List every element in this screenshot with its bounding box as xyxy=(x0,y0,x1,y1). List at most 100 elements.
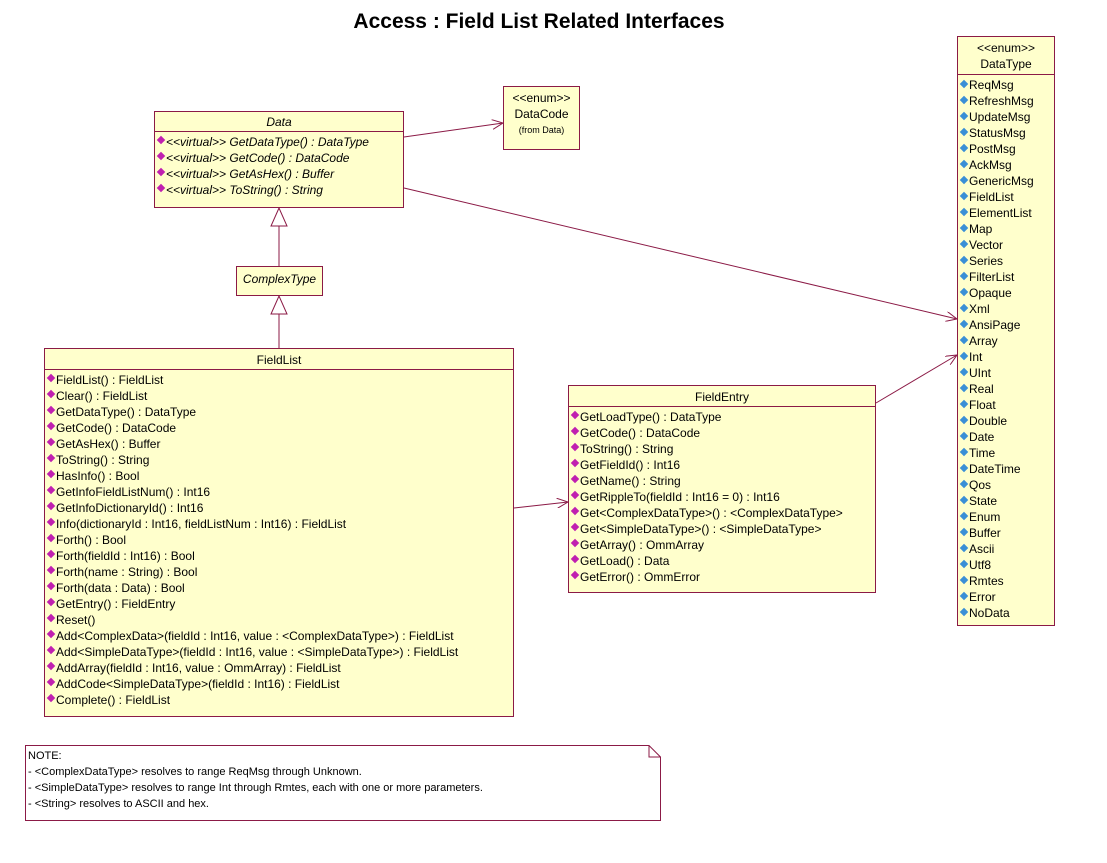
datatype-value: Time xyxy=(958,445,1054,461)
datatype-value-text: Series xyxy=(969,254,1004,268)
operation-icon xyxy=(46,549,56,559)
fieldentry-operation: GetLoadType() : DataType xyxy=(569,409,875,425)
operation-icon xyxy=(46,533,56,543)
fieldentry-operation: GetFieldId() : Int16 xyxy=(569,457,875,473)
datatype-value: Array xyxy=(958,333,1054,349)
operation-icon xyxy=(570,442,580,452)
enum-literal-icon xyxy=(959,159,969,169)
datatype-value-text: Map xyxy=(969,222,993,236)
datatype-value: Real xyxy=(958,381,1054,397)
data-operation-text: <<virtual>> GetDataType() : DataType xyxy=(166,135,369,149)
operation-icon xyxy=(46,517,56,527)
fieldlist-operation-text: HasInfo() : Bool xyxy=(56,469,140,483)
datatype-value-text: Opaque xyxy=(969,286,1012,300)
datatype-value-text: DateTime xyxy=(969,462,1021,476)
datatype-value-text: Utf8 xyxy=(969,558,992,572)
fieldlist-operation: Clear() : FieldList xyxy=(45,388,513,404)
datatype-value: UInt xyxy=(958,365,1054,381)
datatype-value-text: AckMsg xyxy=(969,158,1012,172)
datacode-stereotype: <<enum>> xyxy=(512,91,571,105)
operation-icon xyxy=(156,183,166,193)
enum-literal-icon xyxy=(959,111,969,121)
fieldlist-operation: GetEntry() : FieldEntry xyxy=(45,596,513,612)
fieldlist-operation-text: GetInfoFieldListNum() : Int16 xyxy=(56,485,211,499)
datatype-value-text: ReqMsg xyxy=(969,78,1014,92)
datatype-value: DateTime xyxy=(958,461,1054,477)
note-box: NOTE:- <ComplexDataType> resolves to ran… xyxy=(25,745,661,821)
operation-icon xyxy=(570,570,580,580)
datatype-value-text: NoData xyxy=(969,606,1010,620)
operation-icon xyxy=(46,629,56,639)
data-class-name: Data xyxy=(266,115,292,129)
operation-icon xyxy=(570,522,580,532)
fieldentry-operation: GetCode() : DataCode xyxy=(569,425,875,441)
complextype-class[interactable]: ComplexType xyxy=(236,266,323,296)
operation-icon xyxy=(46,469,56,479)
fieldlist-operation: Forth() : Bool xyxy=(45,532,513,548)
datacode-enum[interactable]: <<enum>> DataCode (from Data) xyxy=(503,86,580,150)
fieldlist-operation: GetDataType() : DataType xyxy=(45,404,513,420)
enum-literal-icon xyxy=(959,175,969,185)
operation-icon xyxy=(570,506,580,516)
fieldlist-operation: ToString() : String xyxy=(45,452,513,468)
operation-icon xyxy=(156,151,166,161)
fieldentry-operation: Get<ComplexDataType>() : <ComplexDataTyp… xyxy=(569,505,875,521)
datatype-value-text: Double xyxy=(969,414,1008,428)
operation-icon xyxy=(46,597,56,607)
fieldlist-operation-text: Forth() : Bool xyxy=(56,533,127,547)
fieldlist-operation: Forth(data : Data) : Bool xyxy=(45,580,513,596)
datatype-value: Rmtes xyxy=(958,573,1054,589)
enum-literal-icon xyxy=(959,399,969,409)
operation-icon xyxy=(570,426,580,436)
enum-literal-icon xyxy=(959,431,969,441)
datatype-value: Enum xyxy=(958,509,1054,525)
datatype-value-text: Real xyxy=(969,382,994,396)
enum-literal-icon xyxy=(959,255,969,265)
datatype-value-text: Qos xyxy=(969,478,992,492)
operation-icon xyxy=(156,135,166,145)
gen-arrow-complex xyxy=(270,294,288,315)
data-operation: <<virtual>> ToString() : String xyxy=(155,182,403,198)
datatype-value-text: UpdateMsg xyxy=(969,110,1031,124)
operation-icon xyxy=(46,677,56,687)
complextype-name: ComplexType xyxy=(242,272,317,286)
enum-literal-icon xyxy=(959,575,969,585)
assoc-data-datacode xyxy=(403,123,503,138)
datatype-value: Buffer xyxy=(958,525,1054,541)
enum-literal-icon xyxy=(959,351,969,361)
fieldentry-operation-text: GetCode() : DataCode xyxy=(580,426,701,440)
fieldlist-operation: Complete() : FieldList xyxy=(45,692,513,708)
fieldentry-operation-text: GetRippleTo(fieldId : Int16 = 0) : Int16 xyxy=(580,490,780,504)
datacode-from: (from Data) xyxy=(518,125,565,135)
datatype-value: Opaque xyxy=(958,285,1054,301)
data-operation: <<virtual>> GetCode() : DataCode xyxy=(155,150,403,166)
assoc-data-datatype xyxy=(403,187,957,319)
datatype-value: UpdateMsg xyxy=(958,109,1054,125)
datatype-value: ElementList xyxy=(958,205,1054,221)
enum-literal-icon xyxy=(959,319,969,329)
datatype-value-text: PostMsg xyxy=(969,142,1016,156)
enum-literal-icon xyxy=(959,559,969,569)
datacode-name: DataCode xyxy=(514,107,569,121)
data-operation-text: <<virtual>> GetCode() : DataCode xyxy=(166,151,350,165)
datatype-value: NoData xyxy=(958,605,1054,621)
gen-arrow-data xyxy=(270,206,288,227)
enum-literal-icon xyxy=(959,447,969,457)
enum-literal-icon xyxy=(959,511,969,521)
datatype-value: AckMsg xyxy=(958,157,1054,173)
datatype-value-text: StatusMsg xyxy=(969,126,1026,140)
fieldlist-operation-text: Forth(data : Data) : Bool xyxy=(56,581,185,595)
operation-icon xyxy=(46,581,56,591)
fieldentry-operation-text: GetFieldId() : Int16 xyxy=(580,458,681,472)
data-class[interactable]: Data <<virtual>> GetDataType() : DataTyp… xyxy=(154,111,404,208)
datatype-value: Date xyxy=(958,429,1054,445)
fieldlist-operation: FieldList() : FieldList xyxy=(45,372,513,388)
data-operation: <<virtual>> GetAsHex() : Buffer xyxy=(155,166,403,182)
note-shape xyxy=(25,745,661,821)
note-line: NOTE: xyxy=(28,750,62,762)
operation-icon xyxy=(46,437,56,447)
operation-icon xyxy=(46,405,56,415)
